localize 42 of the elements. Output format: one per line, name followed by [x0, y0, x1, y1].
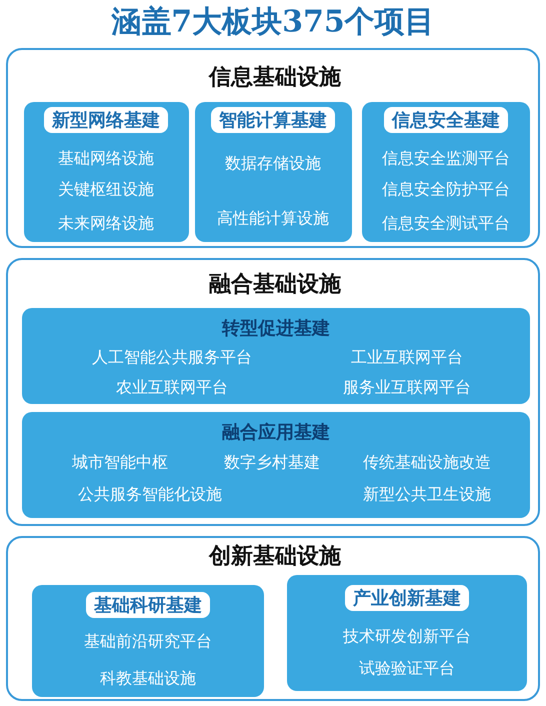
list-item: 数据存储设施 [225, 154, 321, 174]
list-item: 高性能计算设施 [217, 208, 329, 230]
list-item: 信息安全防护平台 [382, 180, 510, 200]
heading-tab: 智能计算基建 [211, 107, 335, 133]
category-box [195, 102, 352, 242]
list-item: 服务业互联网平台 [343, 378, 471, 398]
category-box [24, 102, 189, 242]
list-item: 基础网络设施 [58, 148, 154, 170]
list-item: 信息安全测试平台 [382, 214, 510, 234]
page-title: 涵盖7大板块375个项目 [111, 4, 435, 42]
section-heading: 融合基础设施 [209, 271, 341, 299]
list-item: 科教基础设施 [100, 668, 196, 690]
list-item: 数字乡村基建 [224, 452, 320, 474]
list-item: 人工智能公共服务平台 [92, 348, 252, 368]
list-item: 城市智能中枢 [72, 452, 168, 474]
section-panel [6, 258, 540, 526]
category-box [362, 102, 530, 242]
section-heading: 信息基础设施 [209, 64, 341, 92]
heading-tab: 基础科研基建 [86, 592, 210, 618]
category-box [22, 412, 530, 518]
box-heading: 融合应用基建 [222, 421, 330, 444]
category-box [287, 575, 527, 691]
heading-tab: 新型网络基建 [44, 107, 168, 133]
list-item: 信息安全监测平台 [382, 148, 510, 170]
section-panel [6, 536, 540, 701]
list-item: 传统基础设施改造 [363, 452, 491, 474]
list-item: 试验验证平台 [359, 658, 455, 680]
section-panel [6, 48, 540, 248]
category-box [22, 308, 530, 404]
heading-tab: 信息安全基建 [384, 107, 508, 133]
list-item: 农业互联网平台 [116, 378, 228, 398]
list-item: 新型公共卫生设施 [363, 484, 491, 506]
list-item: 技术研发创新平台 [343, 626, 471, 648]
heading-tab: 产业创新基建 [345, 585, 469, 611]
list-item: 基础前沿研究平台 [84, 632, 212, 652]
section-heading: 创新基础设施 [209, 543, 341, 571]
box-heading: 转型促进基建 [222, 317, 330, 340]
category-box [32, 585, 264, 697]
list-item: 未来网络设施 [58, 214, 154, 234]
list-item: 工业互联网平台 [351, 348, 463, 368]
list-item: 关键枢纽设施 [58, 180, 154, 200]
list-item: 公共服务智能化设施 [78, 484, 222, 506]
